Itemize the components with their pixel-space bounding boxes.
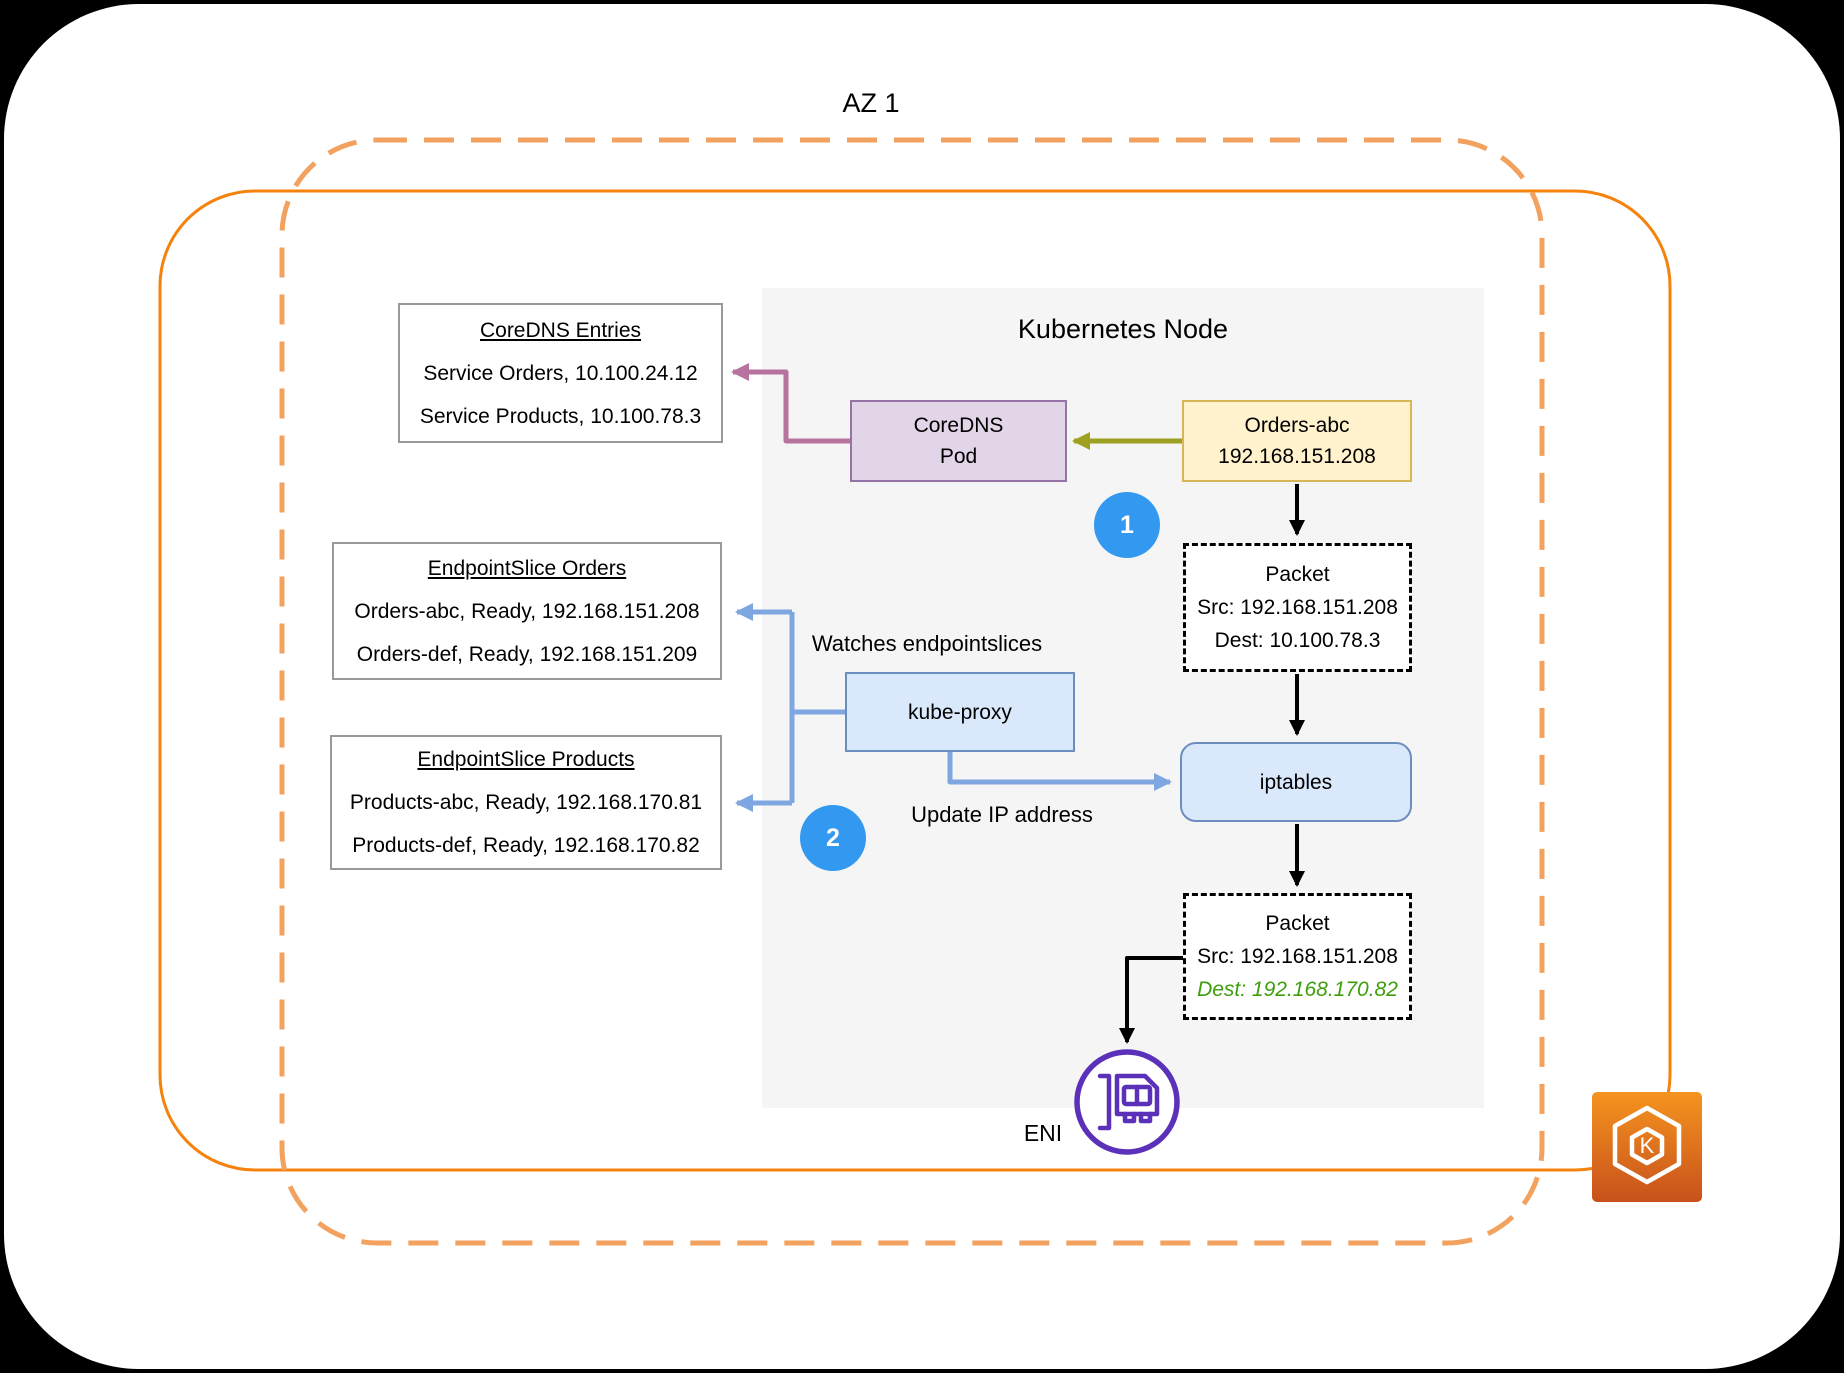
endpointslice-products-title: EndpointSlice Products bbox=[417, 748, 635, 771]
endpointslice-orders-line: Orders-abc, Ready, 192.168.151.208 bbox=[354, 599, 700, 623]
endpointslice-products-line: Products-abc, Ready, 192.168.170.81 bbox=[349, 791, 703, 814]
coredns-entries-title: CoreDNS Entries bbox=[479, 318, 642, 342]
packet-in-title: Packet bbox=[1265, 563, 1330, 586]
coredns-entry-line: Service Products, 10.100.78.3 bbox=[419, 404, 702, 428]
packet-in-src: Src: 192.168.151.208 bbox=[1197, 596, 1398, 619]
endpointslice-products-box: EndpointSlice Products Products-abc, Rea… bbox=[330, 735, 722, 870]
coredns-pod-line: CoreDNS bbox=[913, 414, 1004, 437]
update-ip-address-note: Update IP address bbox=[911, 802, 1093, 827]
endpointslice-orders-line: Orders-def, Ready, 192.168.151.209 bbox=[356, 642, 698, 666]
kubernetes-node-title: Kubernetes Node bbox=[1017, 314, 1229, 344]
endpointslice-orders-box: EndpointSlice Orders Orders-abc, Ready, … bbox=[332, 542, 722, 680]
packet-out-src: Src: 192.168.151.208 bbox=[1197, 945, 1398, 968]
kube-proxy-box: kube-proxy bbox=[845, 672, 1075, 752]
coredns-entries-box: CoreDNS Entries Service Orders, 10.100.2… bbox=[398, 303, 723, 443]
step-1-number: 1 bbox=[1120, 510, 1134, 539]
packet-out-box: Packet Src: 192.168.151.208 Dest: 192.16… bbox=[1183, 893, 1412, 1020]
eni-label: ENI bbox=[1023, 1120, 1063, 1146]
orders-abc-ip: 192.168.151.208 bbox=[1218, 445, 1376, 468]
step-2-number: 2 bbox=[826, 823, 840, 852]
az-label: AZ 1 bbox=[842, 88, 900, 118]
kube-proxy-label: kube-proxy bbox=[908, 700, 1012, 724]
orders-abc-name: Orders-abc bbox=[1244, 414, 1350, 437]
coredns-entry-line: Service Orders, 10.100.24.12 bbox=[423, 361, 698, 385]
coredns-pod-box: CoreDNS Pod bbox=[850, 400, 1067, 482]
orders-abc-pod-box: Orders-abc 192.168.151.208 bbox=[1182, 400, 1412, 482]
packet-out-title: Packet bbox=[1265, 912, 1330, 935]
packet-in-box: Packet Src: 192.168.151.208 Dest: 10.100… bbox=[1183, 543, 1412, 672]
watches-endpointslices-note: Watches endpointslices bbox=[811, 631, 1043, 656]
coredns-pod-line: Pod bbox=[939, 445, 978, 468]
packet-out-dest-rewritten: Dest: 192.168.170.82 bbox=[1197, 978, 1398, 1001]
endpointslice-products-line: Products-def, Ready, 192.168.170.82 bbox=[352, 834, 700, 857]
packet-in-dest: Dest: 10.100.78.3 bbox=[1214, 629, 1381, 652]
step-1-badge: 1 bbox=[1094, 492, 1160, 558]
iptables-label: iptables bbox=[1259, 770, 1333, 794]
endpointslice-orders-title: EndpointSlice Orders bbox=[427, 556, 627, 580]
iptables-box: iptables bbox=[1180, 742, 1412, 822]
step-2-badge: 2 bbox=[800, 805, 866, 871]
